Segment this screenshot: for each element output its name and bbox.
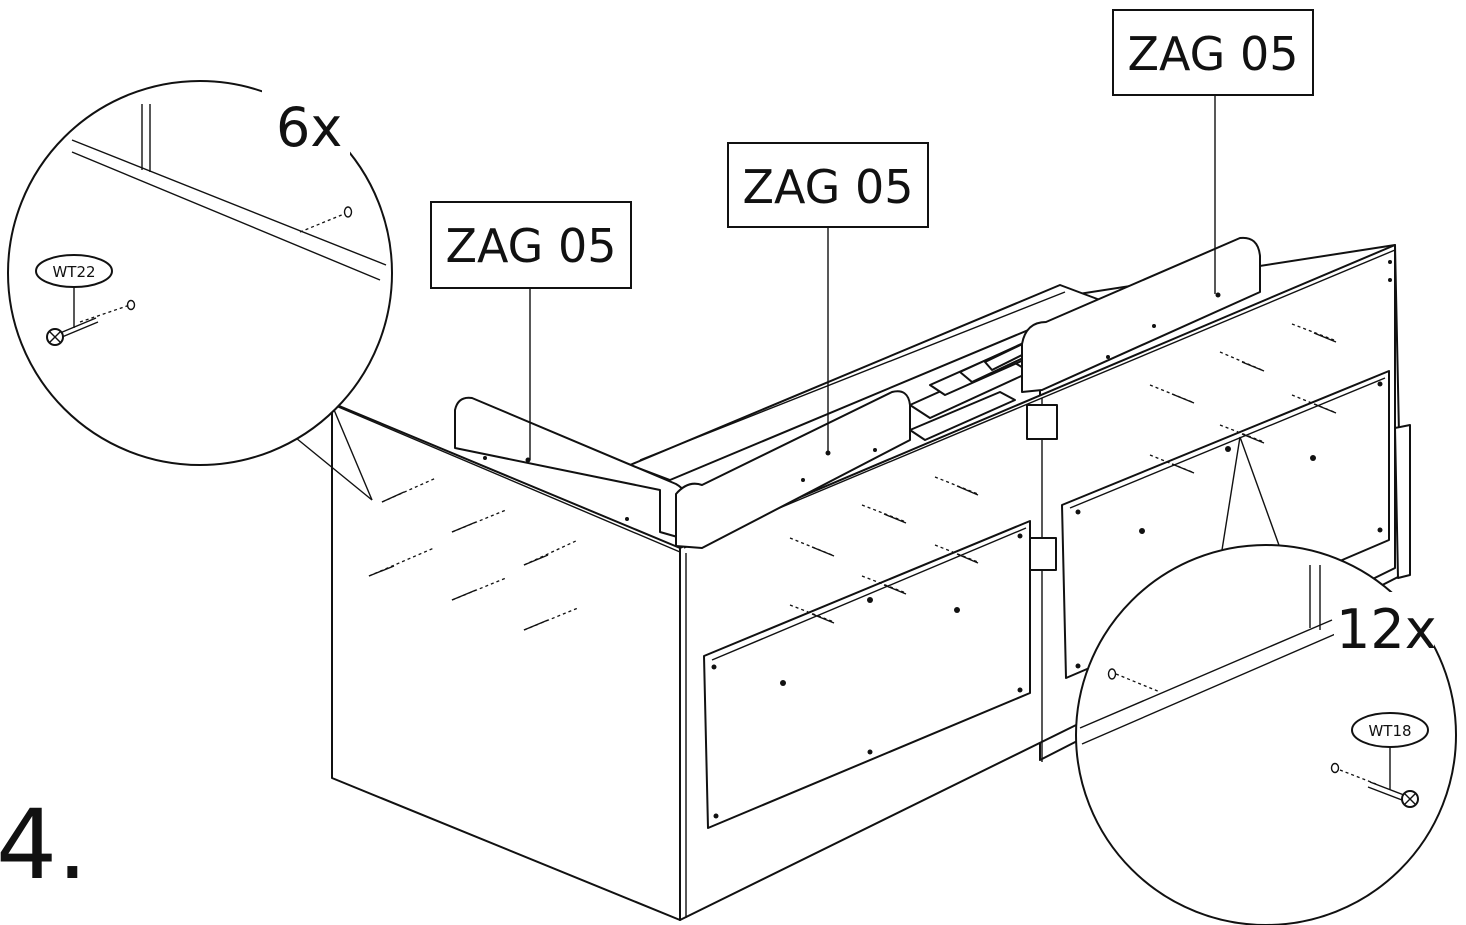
part-code-wt18: WT18 — [1368, 722, 1411, 740]
screws-left-side — [368, 477, 579, 631]
screws-front-panel — [789, 323, 1337, 624]
label-zag-middle-text: ZAG 05 — [743, 160, 914, 214]
screw-icon-wt22 — [46, 299, 136, 346]
zag-rails — [454, 236, 1261, 549]
label-zag-middle: ZAG 05 — [727, 142, 929, 452]
inner-slats — [909, 337, 1043, 441]
detail-callout-right: WT18 12x — [1075, 436, 1457, 925]
detail-callout-left: WT22 6x — [7, 80, 393, 501]
label-zag-left-text: ZAG 05 — [446, 219, 617, 273]
connector-plate-top — [1026, 404, 1058, 440]
count-right: 12x — [1336, 598, 1437, 661]
label-zag-right-text: ZAG 05 — [1128, 27, 1299, 81]
connector-plate-mid — [1029, 537, 1057, 571]
drawer-front-left — [703, 520, 1031, 829]
step-number: 4. — [0, 789, 88, 901]
part-code-badge-wt22 — [35, 254, 113, 288]
label-zag-left: ZAG 05 — [430, 201, 632, 460]
screw-icon-wt18 — [1330, 762, 1419, 808]
part-code-wt22: WT22 — [52, 263, 95, 281]
count-left: 6x — [276, 96, 342, 159]
label-zag-right: ZAG 05 — [1112, 9, 1314, 294]
holes — [483, 260, 1392, 819]
part-code-badge-wt18 — [1351, 712, 1429, 748]
